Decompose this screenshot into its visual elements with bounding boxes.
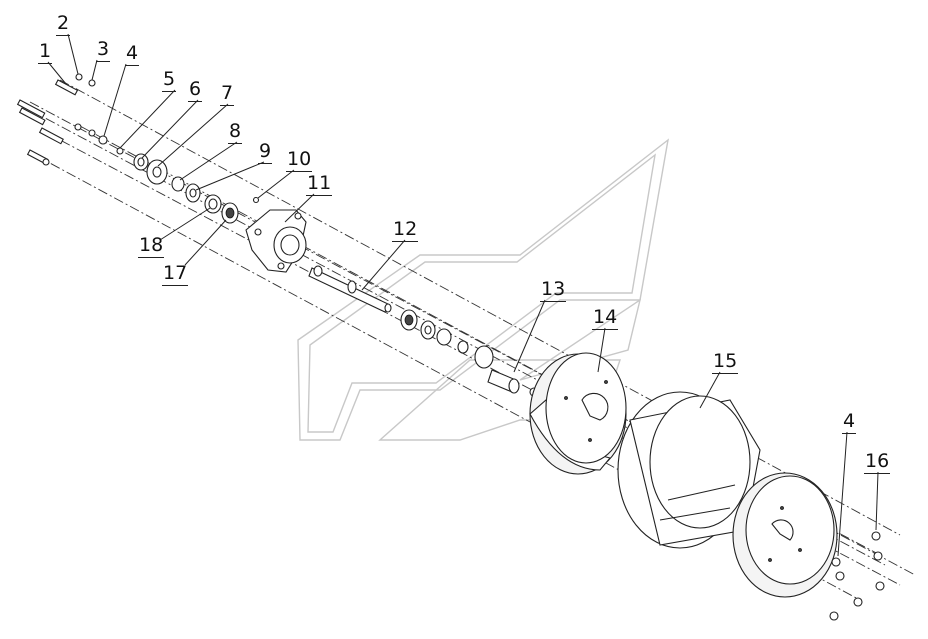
callout-13: 13 — [540, 278, 567, 302]
callout-3: 3 — [96, 38, 111, 62]
leader-lines — [47, 33, 879, 557]
callout-9: 9 — [258, 140, 273, 164]
callout-4-left: 4 — [125, 42, 140, 66]
callout-14: 14 — [592, 306, 619, 330]
sleeve — [487, 369, 539, 397]
bolts-left — [16, 73, 124, 166]
drum — [617, 391, 761, 549]
callout-7: 7 — [220, 82, 235, 106]
callout-8: 8 — [228, 120, 243, 144]
callout-18: 18 — [138, 234, 165, 258]
callout-17: 17 — [162, 262, 189, 286]
callout-11: 11 — [306, 172, 333, 196]
end-cover — [732, 472, 838, 598]
callout-12: 12 — [392, 218, 419, 242]
callout-1: 1 — [38, 40, 53, 64]
shaft — [308, 265, 392, 313]
washer-stack — [133, 153, 260, 224]
nuts-right — [829, 531, 885, 621]
bearing-housing — [245, 209, 307, 273]
cover-disc — [529, 352, 627, 475]
shaft-bearings — [400, 309, 494, 369]
callout-4-right: 4 — [842, 410, 857, 434]
callout-2: 2 — [56, 12, 71, 36]
callout-5: 5 — [162, 68, 177, 92]
callout-15: 15 — [712, 350, 739, 374]
callout-10: 10 — [286, 148, 313, 172]
callout-6: 6 — [188, 78, 203, 102]
callout-16: 16 — [864, 450, 891, 474]
